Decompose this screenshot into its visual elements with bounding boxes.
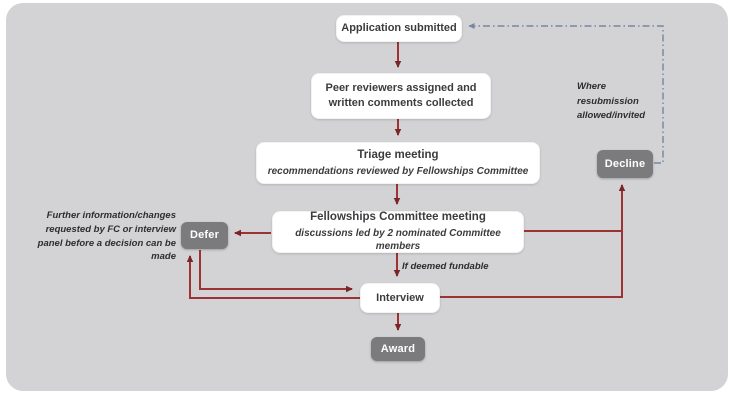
node-defer: Defer [181, 222, 228, 249]
node-application-submitted: Application submitted [336, 15, 462, 42]
node-fc-title: Fellowships Committee meeting [310, 211, 486, 224]
annotation-resubmission-note: Where resubmission allowed/invited [577, 81, 646, 122]
node-decline-label: Decline [604, 157, 646, 170]
node-award: Award [371, 337, 425, 361]
node-peer-review: Peer reviewers assigned and written comm… [311, 73, 491, 119]
node-fc-subtitle: discussions led by 2 nominated Committee… [295, 227, 501, 253]
node-peer-review-label: Peer reviewers assigned and written comm… [325, 82, 477, 109]
node-defer-label: Defer [189, 229, 220, 242]
node-triage-meeting: Triage meeting recommendations reviewed … [256, 142, 540, 184]
node-award-label: Award [380, 342, 416, 355]
node-application-label: Application submitted [341, 22, 457, 35]
node-triage-title: Triage meeting [357, 148, 439, 161]
node-triage-subtitle: recommendations reviewed by Fellowships … [267, 165, 529, 177]
diagram-canvas [6, 3, 728, 391]
node-interview: Interview [360, 283, 440, 313]
node-decline: Decline [597, 150, 653, 178]
annotation-defer-note: Further information/changes requested by… [37, 210, 176, 263]
node-interview-label: Interview [376, 291, 424, 304]
annotation-if-deemed-fundable: If deemed fundable [402, 261, 489, 272]
node-fellowships-committee-meeting: Fellowships Committee meeting discussion… [272, 211, 524, 253]
